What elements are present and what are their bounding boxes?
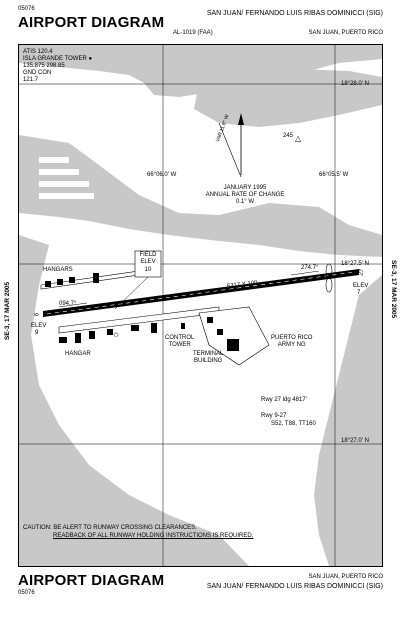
longitude-left: 66°06.0' W xyxy=(147,172,177,178)
header-location: SAN JUAN, PUERTO RICO xyxy=(308,30,383,36)
caution-line-1: CAUTION: BE ALERT TO RUNWAY CROSSING CLE… xyxy=(23,525,197,531)
field-elev-leader xyxy=(114,276,149,310)
taxiways xyxy=(40,270,270,366)
elevation-east: 7 xyxy=(357,290,361,296)
page-title: AIRPORT DIAGRAM xyxy=(18,14,165,31)
al-number: AL-1019 (FAA) xyxy=(173,30,213,36)
control-tower-line-2: TOWER xyxy=(168,342,191,348)
tower-label: ISLA GRANDE TOWER ● xyxy=(23,56,92,63)
hangar-label: HANGAR xyxy=(65,351,91,357)
runway-27-number: 27 xyxy=(358,268,366,277)
army-line-1: PUERTO RICO xyxy=(271,335,313,341)
magnetic-date: JANUARY 1995 xyxy=(223,185,267,191)
hangar-4 xyxy=(93,273,99,283)
field-elevation-value: 10 xyxy=(144,267,152,273)
magnetic-rate-value: 0.1° W xyxy=(235,199,255,205)
chart-number: 05076 xyxy=(18,6,35,12)
footer-title: AIRPORT DIAGRAM xyxy=(18,572,165,589)
hangar-2 xyxy=(57,279,63,285)
ground-control-frequency: 121.7 xyxy=(23,77,39,83)
heading-arrow-east xyxy=(290,270,320,276)
water-bay-north xyxy=(19,45,382,97)
army-ng-building-2 xyxy=(217,329,223,335)
coordinate-grid xyxy=(19,45,382,566)
footer-location: SAN JUAN, PUERTO RICO xyxy=(308,574,383,580)
caution-notice: CAUTION: BE ALERT TO RUNWAY CROSSING CLE… xyxy=(23,524,253,540)
tower-dot-icon: ● xyxy=(88,56,93,62)
army-line-2: ARMY NG xyxy=(277,342,306,348)
obstacle-height: 245 xyxy=(283,133,294,139)
apron-terminal xyxy=(198,306,270,366)
heading-arrow-west xyxy=(58,302,88,308)
hangar-7 xyxy=(89,331,95,339)
north-arrow-icon xyxy=(238,113,244,125)
atis-frequency: ATIS 120.4 xyxy=(23,49,53,55)
water-east-lower xyxy=(314,275,382,566)
army-ng-building xyxy=(227,339,239,351)
longitude-right: 66°05.5' W xyxy=(319,172,349,178)
airport-name: SAN JUAN/ FERNANDO LUIS RIBAS DOMINICCI … xyxy=(206,10,383,17)
hangar-6 xyxy=(75,333,81,343)
tower-name: ISLA GRANDE TOWER xyxy=(23,56,87,62)
runway-27-threshold-marker xyxy=(325,277,333,293)
terminal-building-label: TERMINAL BUILDING xyxy=(193,351,223,365)
terminal-line-2: BUILDING xyxy=(194,358,223,364)
magnetic-rate-label: ANNUAL RATE OF CHANGE xyxy=(205,192,285,198)
obstacle-icon: △ xyxy=(295,134,302,143)
army-ng-label: PUERTO RICO ARMY NG xyxy=(271,335,312,349)
hangar-10 xyxy=(151,323,157,333)
field-elev-label: ELEV xyxy=(140,259,156,265)
terminal-line-1: TERMINAL xyxy=(193,351,224,357)
control-tower-line-1: CONTROL xyxy=(165,335,195,341)
runway-9-number: 9 xyxy=(32,312,39,317)
ground-control-label: GND CON xyxy=(23,70,52,76)
latitude-mid: 18°27.5' N xyxy=(341,261,369,267)
footer-airport-name: SAN JUAN/ FERNANDO LUIS RIBAS DOMINICCI … xyxy=(206,583,383,590)
runway-27-threshold-marker-2 xyxy=(325,263,333,279)
piers xyxy=(39,157,94,199)
magnetic-north-line xyxy=(218,122,242,178)
elevation-east-label: ELEV xyxy=(353,283,369,289)
beacon-icon: ✩ xyxy=(113,331,119,339)
tower-frequencies: 135.875 298.85 xyxy=(23,63,65,69)
hangar-9 xyxy=(131,325,139,331)
airport-diagram-map: ✩ △ xyxy=(19,45,382,566)
north-arrow xyxy=(218,113,244,178)
control-tower-building xyxy=(181,323,185,329)
hangar-3 xyxy=(69,277,75,283)
field-label: FIELD xyxy=(139,252,157,258)
buildings xyxy=(45,273,239,351)
water-channel-west xyxy=(19,135,382,257)
field-elevation-box xyxy=(134,250,162,278)
runway-centerline xyxy=(46,271,356,315)
water-west-lower xyxy=(19,235,249,566)
terminal-building xyxy=(207,317,213,323)
latitude-top: 18°28.0' N xyxy=(341,81,369,87)
left-effective-date: SE-3, 17 MAR 2005 xyxy=(4,281,11,340)
hangar-5 xyxy=(59,337,67,343)
heading-east: 274.7° xyxy=(301,265,319,271)
runway-landing-distance: Rwy 27 ldg 4817' xyxy=(261,397,307,403)
control-tower-label: CONTROL TOWER xyxy=(165,335,194,349)
runway-designation: Rwy 9-27 xyxy=(261,413,287,419)
hangar-1 xyxy=(45,281,51,287)
hangars-label: HANGARS xyxy=(43,267,73,273)
runway-strength: S52, T88, TT160 xyxy=(271,421,316,427)
elevation-west-label: ELEV xyxy=(31,323,47,329)
footer-chart-number: 05076 xyxy=(18,590,35,596)
caution-line-2: READBACK OF ALL RUNWAY HOLDING INSTRUCTI… xyxy=(53,533,254,539)
right-effective-date: SE-3, 17 MAR 2005 xyxy=(390,260,397,319)
airport-diagram-frame: ✩ △ ATIS 120.4 ISLA GRANDE TOWER ● 135.8… xyxy=(18,44,383,567)
hangar-8 xyxy=(107,329,113,335)
heading-west: 094.7° xyxy=(59,301,77,307)
latitude-bottom: 18°27.0' N xyxy=(341,438,369,444)
elevation-west: 9 xyxy=(35,330,39,336)
